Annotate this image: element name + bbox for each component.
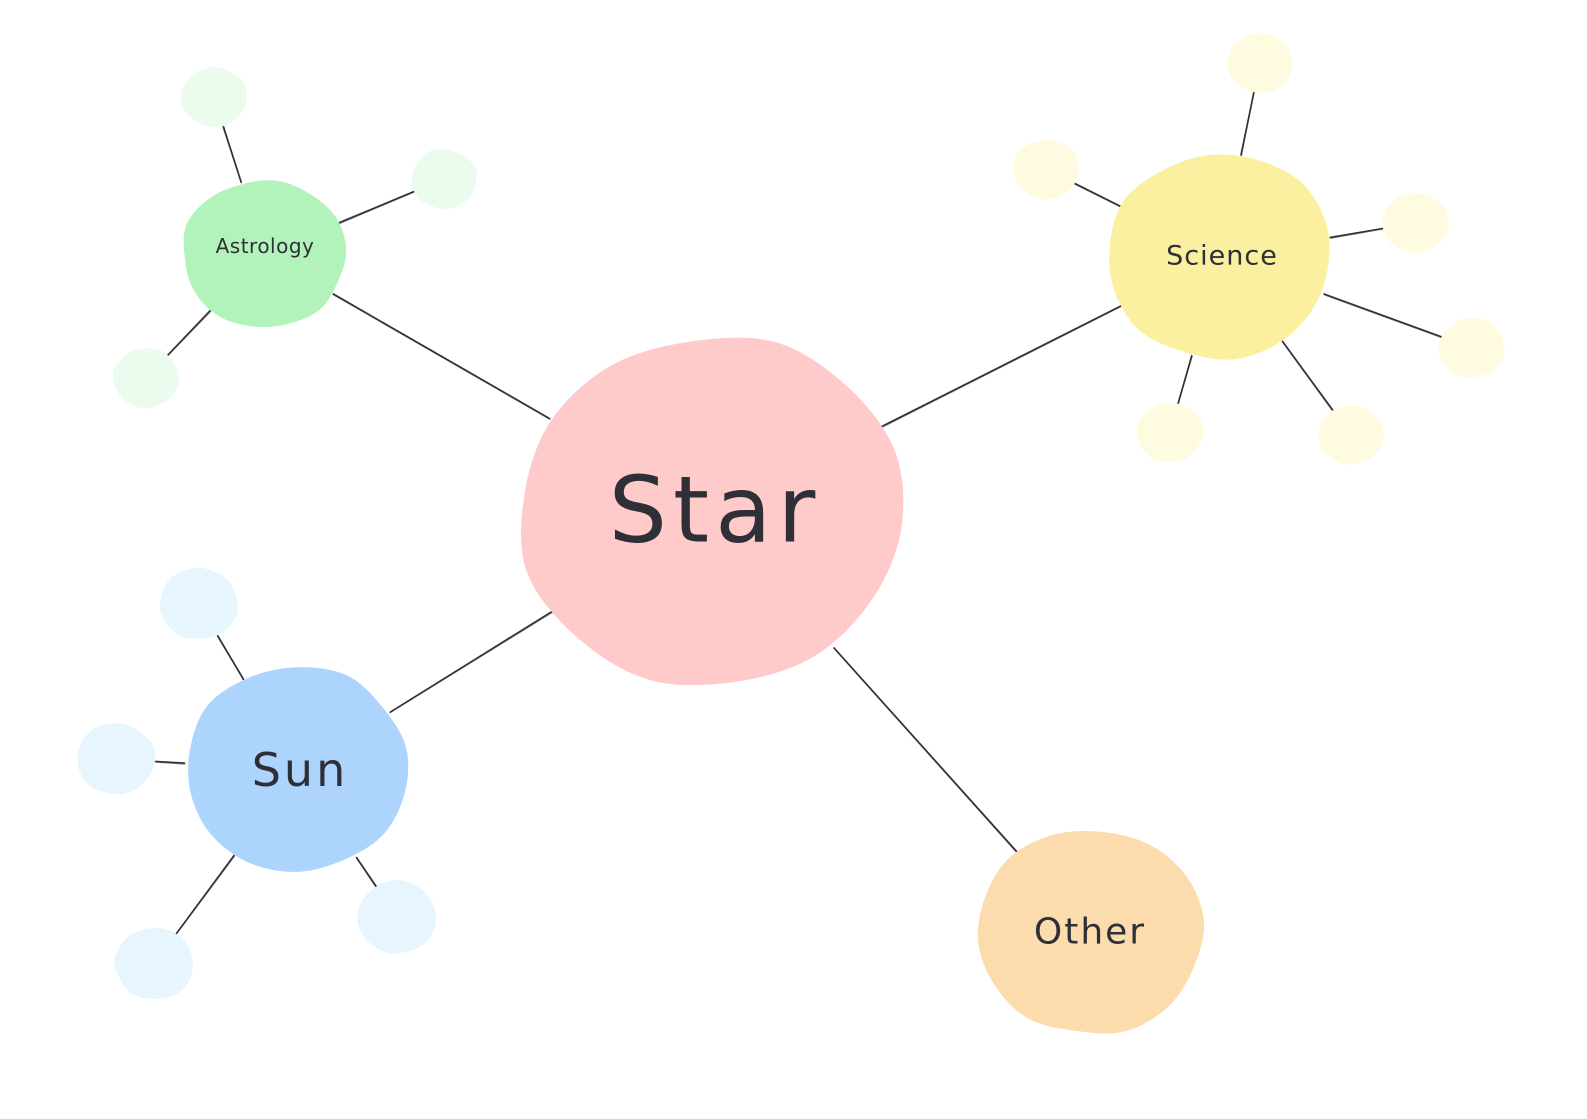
science-leaf-node-5[interactable]: [1136, 402, 1204, 463]
branch-node-other[interactable]: [977, 830, 1205, 1034]
edges-layer: [153, 91, 1443, 936]
edge-sun-leaf-2: [153, 760, 186, 765]
edge-star-sun: [389, 609, 555, 714]
labels-layer: Star Astrology Science Sun Other: [216, 234, 1278, 953]
edge-science-leaf-6: [1281, 340, 1334, 412]
science-leaf-node-1[interactable]: [1227, 32, 1293, 94]
node-label-science: Science: [1166, 241, 1278, 272]
nodes-layer: [77, 32, 1505, 1034]
astrology-leaf-node-3[interactable]: [112, 348, 179, 409]
edge-star-astrology: [332, 293, 551, 420]
edge-sun-leaf-4: [174, 854, 236, 936]
node-label-star: Star: [609, 457, 822, 564]
sun-leaf-node-1[interactable]: [160, 567, 239, 639]
edge-science-leaf-3: [1329, 227, 1384, 239]
edge-astrology-leaf-1: [222, 125, 243, 184]
branch-node-astrology[interactable]: [183, 180, 347, 328]
edge-sun-leaf-3: [355, 856, 378, 888]
sun-leaf-node-4[interactable]: [114, 928, 193, 999]
central-node-star[interactable]: [520, 337, 904, 686]
edge-sun-leaf-1: [216, 634, 245, 681]
edge-science-leaf-2: [1073, 182, 1123, 209]
science-leaf-node-3[interactable]: [1382, 192, 1449, 253]
edge-astrology-leaf-3: [166, 309, 212, 357]
edge-science-leaf-4: [1323, 293, 1443, 339]
edge-astrology-leaf-2: [337, 190, 415, 225]
sun-leaf-node-3[interactable]: [357, 880, 437, 954]
science-leaf-node-4[interactable]: [1438, 317, 1505, 379]
astrology-leaf-node-1[interactable]: [181, 67, 248, 128]
branch-node-sun[interactable]: [188, 667, 409, 872]
node-label-other: Other: [1034, 912, 1146, 953]
astrology-leaf-node-2[interactable]: [411, 148, 477, 210]
node-label-astrology: Astrology: [216, 234, 315, 258]
node-label-sun: Sun: [252, 743, 349, 797]
sun-leaf-node-2[interactable]: [77, 723, 156, 795]
edge-star-science: [879, 304, 1123, 429]
branch-node-science[interactable]: [1109, 154, 1330, 360]
edge-science-leaf-1: [1240, 91, 1255, 157]
edge-star-other: [833, 647, 1019, 854]
science-leaf-node-2[interactable]: [1013, 139, 1079, 200]
edge-science-leaf-5: [1177, 354, 1193, 405]
science-leaf-node-6[interactable]: [1319, 405, 1385, 465]
